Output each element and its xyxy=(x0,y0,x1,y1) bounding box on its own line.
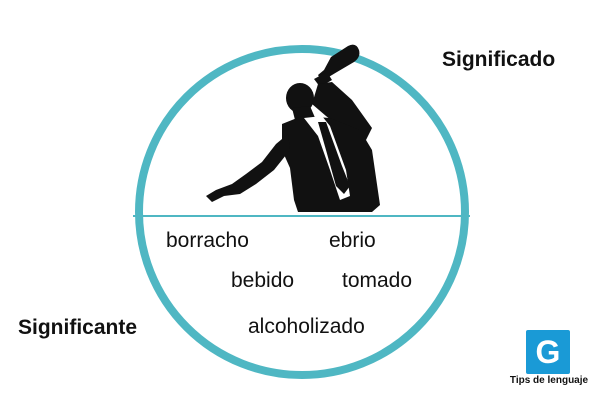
tie xyxy=(318,122,350,194)
tips-de-lenguaje-logo-icon: G xyxy=(526,330,570,374)
significante-label: Significante xyxy=(18,316,138,339)
significado-label: Significado xyxy=(442,48,556,71)
word-ebrio: ebrio xyxy=(329,229,376,252)
word-tomado: tomado xyxy=(342,269,413,292)
sign-circle xyxy=(135,45,469,379)
word-alcoholizado: alcoholizado xyxy=(248,315,365,338)
word-borracho: borracho xyxy=(166,229,249,252)
logo-caption: Tips de lenguaje xyxy=(509,375,589,386)
word-bebido: bebido xyxy=(231,269,295,292)
drinking-man-silhouette-icon xyxy=(206,44,380,212)
